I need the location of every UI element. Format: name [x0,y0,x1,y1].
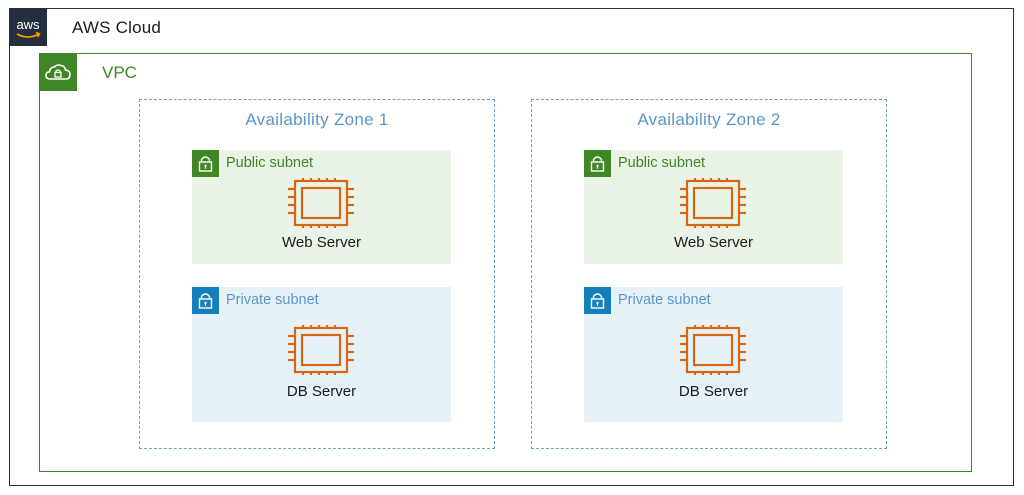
lock-icon [192,287,219,314]
aws-logo-icon: aws [9,8,47,46]
public-subnet: Public subnet Web Server [584,150,843,264]
availability-zone-title: Availability Zone 2 [637,110,781,129]
private-subnet: Private subnet DB Server [192,287,451,422]
lock-icon [192,150,219,177]
vpc-title: VPC [102,63,137,82]
aws-cloud-title: AWS Cloud [72,18,162,37]
aws-cloud-group [9,8,1014,486]
availability-zone-2 [531,99,887,449]
web-server-label: Web Server [674,234,753,251]
vpc-cloud-lock-icon [39,53,77,91]
ec2-instance-icon [680,178,746,228]
ec2-instance-icon [680,325,746,375]
public-subnet: Public subnet Web Server [192,150,451,264]
availability-zone-title: Availability Zone 1 [245,110,389,129]
db-server-label: DB Server [678,383,749,400]
web-server-label: Web Server [282,234,361,251]
availability-zone-1 [139,99,495,449]
svg-text:aws: aws [16,17,40,32]
subnet-label: Private subnet [618,292,711,308]
lock-icon [584,150,611,177]
private-subnet: Private subnet DB Server [584,287,843,422]
subnet-label: Private subnet [226,292,319,308]
subnet-label: Public subnet [618,155,706,171]
ec2-instance-icon [288,325,354,375]
ec2-instance-icon [288,178,354,228]
db-server-label: DB Server [286,383,357,400]
vpc-group [39,53,972,472]
subnet-label: Public subnet [226,155,314,171]
lock-icon [584,287,611,314]
